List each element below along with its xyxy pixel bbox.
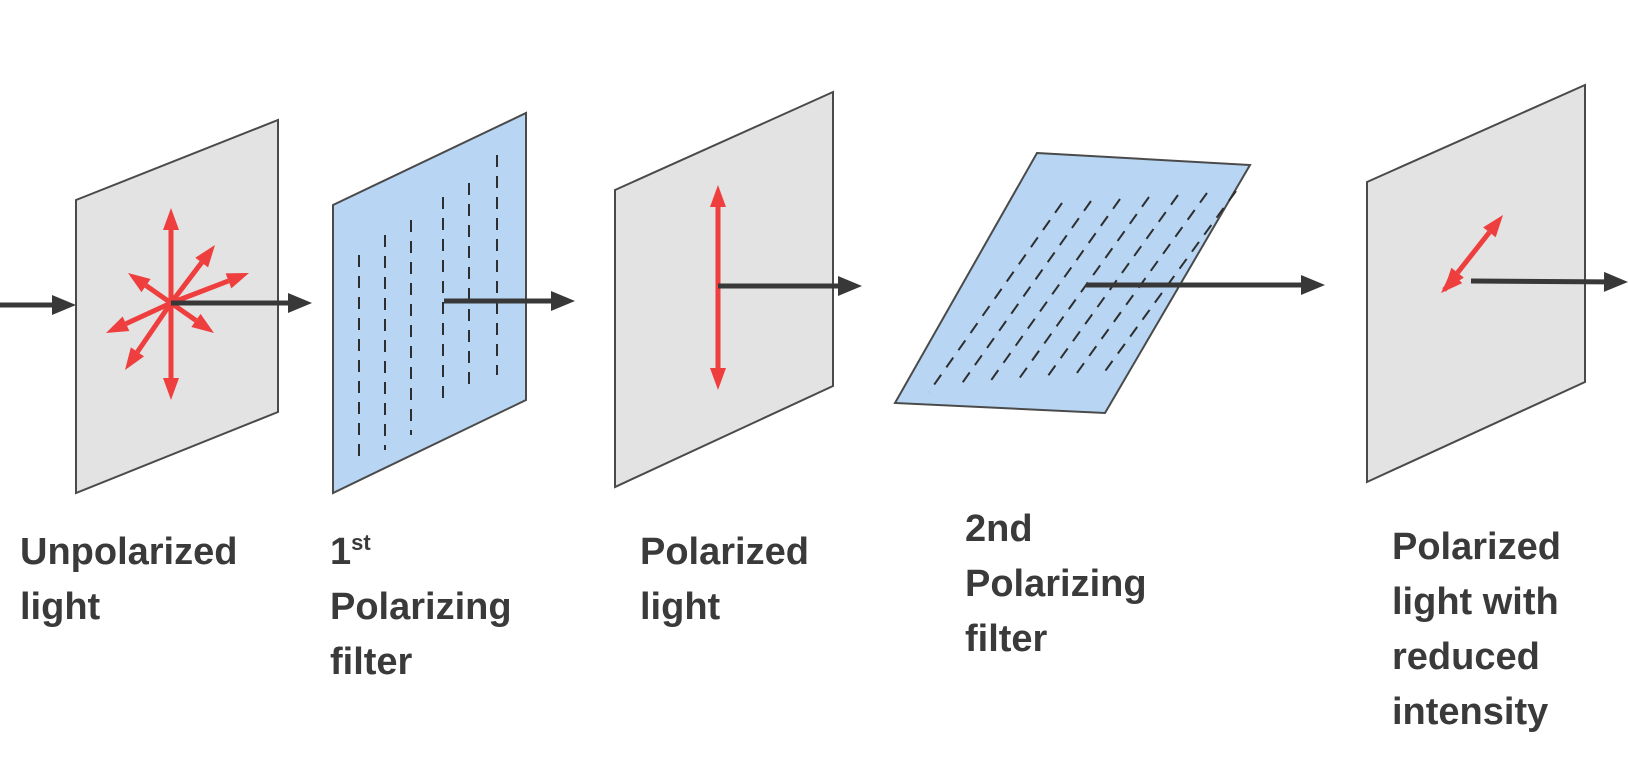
unpolarized-ray-1 (163, 208, 179, 303)
beam-to-final-head (1301, 275, 1325, 295)
unpolarized-ray-6-shaft (135, 301, 174, 354)
unpolarized-ray-4-shaft (124, 300, 173, 327)
unpolarized-ray-1-head-b (163, 208, 179, 230)
unpolarized-ray-8-shaft (169, 300, 198, 323)
outgoing-beam-head (1603, 271, 1628, 292)
unpolarized-ray-4-head-b (106, 316, 130, 333)
unpolarized-ray-2-head-b (163, 378, 179, 400)
unpolarized-ray-7 (128, 273, 173, 306)
unpolarized-ray-3 (170, 273, 249, 306)
second-filter-slit-2 (957, 200, 1092, 390)
beam-to-polarized-head (551, 291, 575, 311)
outgoing-beam (1470, 271, 1628, 292)
unpolarized-ray-3-head-b (225, 273, 249, 289)
reduced-intensity-arrow-lower-shaft (1442, 275, 1459, 292)
unpolarized-ray-2 (163, 303, 179, 400)
beam-to-filter-2 (718, 276, 862, 296)
polarized-vertical-arrow-head-b (710, 368, 726, 390)
beam-to-filter-1-head (288, 293, 312, 313)
unpolarized-ray-5 (169, 245, 215, 305)
unpolarized-ray-3-shaft (170, 278, 230, 306)
plane-first-filter (332, 111, 527, 495)
beam-to-final (1086, 275, 1325, 295)
unpolarized-ray-4 (106, 300, 173, 333)
label-second-polarizing-filter: 2nd Polarizing filter (965, 508, 1147, 660)
second-filter-slit-4 (1015, 196, 1150, 384)
label-polarized-light: Polarized light (640, 531, 809, 628)
unpolarized-ray-6 (125, 301, 174, 370)
incoming-beam-head (52, 295, 76, 315)
outgoing-beam-shaft (1470, 278, 1605, 285)
unpolarized-ray-7-head-b (128, 273, 151, 293)
unpolarized-ray-8-head-b (191, 313, 214, 333)
unpolarized-ray-7-shaft (144, 283, 173, 306)
reduced-intensity-arrow-shaft (1455, 230, 1492, 275)
reduced-intensity-arrow-head-b (1483, 215, 1503, 238)
beam-to-filter-2-head (838, 276, 862, 296)
unpolarized-ray-5-shaft (169, 261, 204, 305)
incoming-beam (0, 295, 76, 315)
reduced-intensity-arrow-lower (1441, 271, 1463, 293)
second-filter-slit-3 (986, 198, 1121, 387)
label-first-polarizing-filter: 1st Polarizing filter (330, 530, 512, 683)
unpolarized-ray-8 (169, 300, 214, 333)
unpolarized-ray-6-head-b (125, 347, 145, 370)
label-unpolarized-light: Unpolarized light (20, 531, 238, 628)
unpolarized-ray-5-head-b (195, 245, 215, 268)
beam-to-filter-1 (171, 293, 312, 313)
polarized-vertical-arrow-head-a (710, 185, 726, 207)
label-reduced-intensity-light: Polarized light with reduced intensity (1392, 526, 1561, 733)
plane-polarized (614, 90, 834, 489)
beam-to-polarized (444, 291, 575, 311)
second-filter-slit-1 (928, 202, 1063, 393)
